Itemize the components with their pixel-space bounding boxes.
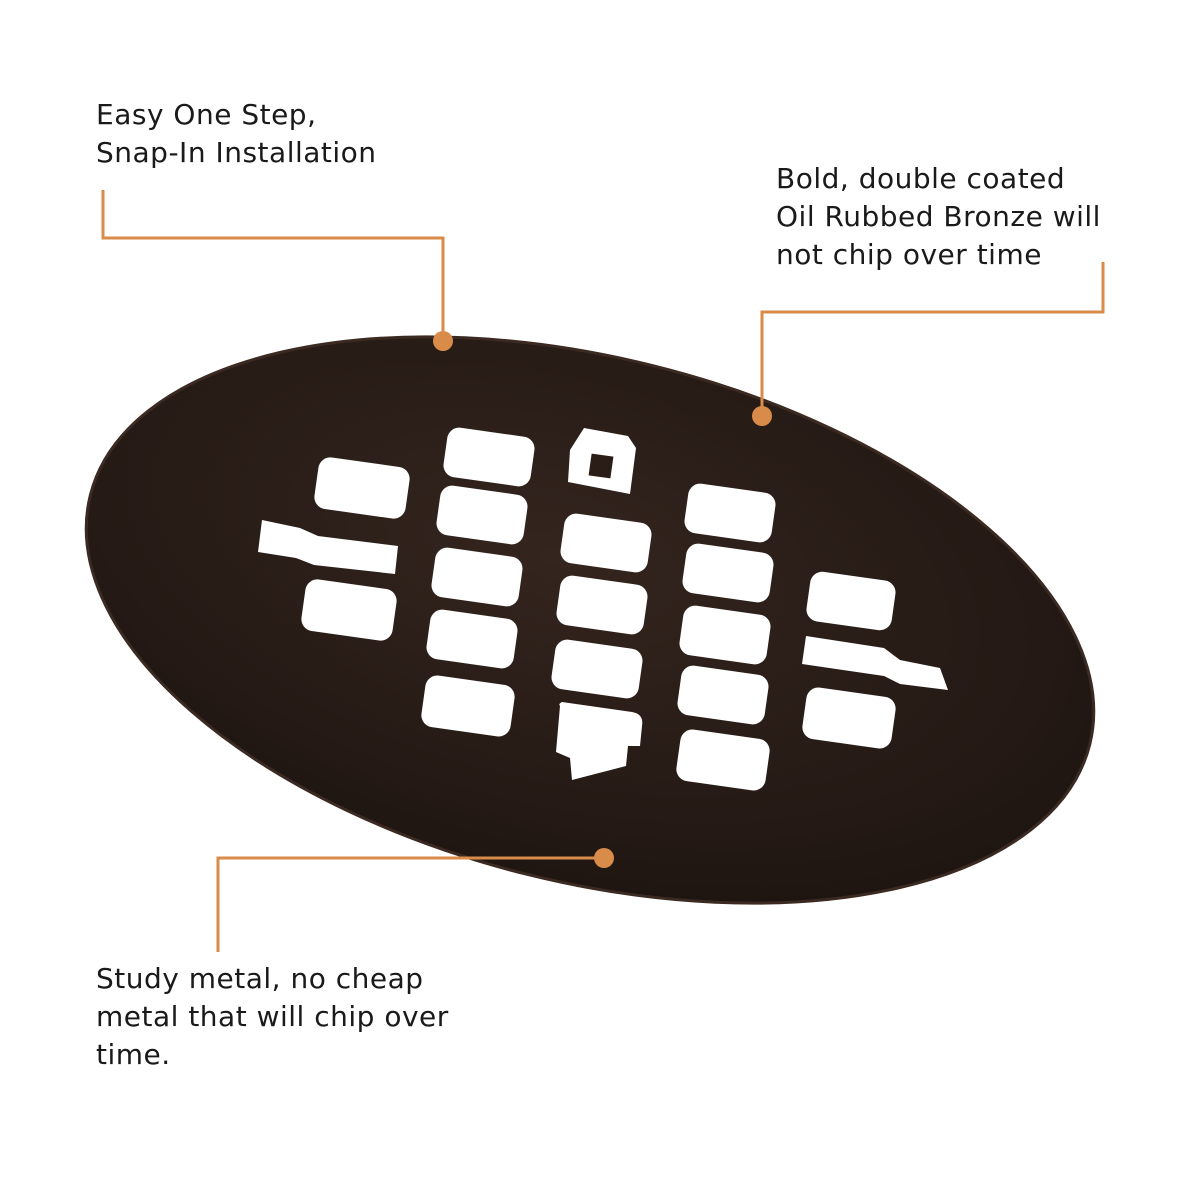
leader-install (101, 190, 445, 338)
grate-hole (802, 687, 896, 749)
grate-hole (684, 483, 776, 543)
leader-dot-finish (752, 406, 772, 426)
grate-holes (258, 427, 948, 791)
leader-dot-metal (594, 848, 614, 868)
grate-hole (436, 485, 528, 545)
grate-hole (806, 571, 896, 631)
grate-hole (314, 457, 410, 519)
grate-hole (682, 543, 774, 603)
leader-lines (101, 190, 1105, 952)
callout-finish: Bold, double coated Oil Rubbed Bronze wi… (776, 160, 1101, 274)
grate-hole (556, 575, 648, 635)
callout-line: Study metal, no cheap (96, 962, 424, 995)
grate-hole (551, 639, 643, 699)
grate-hole (679, 605, 771, 665)
grate-hole (443, 427, 535, 487)
grate-hole (421, 675, 515, 737)
grate-hole (677, 665, 769, 725)
grate-hole (426, 609, 518, 669)
grate-hole (676, 729, 770, 791)
callout-line: metal that will chip over (96, 1000, 449, 1033)
callout-installation: Easy One Step, Snap-In Installation (96, 96, 377, 172)
callout-line: not chip over time (776, 238, 1042, 271)
snap-slot-right (802, 636, 948, 690)
leader-finish (760, 262, 1105, 414)
callout-metal: Study metal, no cheap metal that will ch… (96, 960, 449, 1074)
leader-dot-install (433, 331, 453, 351)
callout-line: Bold, double coated (776, 162, 1066, 195)
callout-line: Easy One Step, (96, 98, 317, 131)
grate-hole (431, 547, 523, 607)
grate-hole (301, 579, 397, 641)
leader-metal (216, 856, 604, 952)
leader-dots (433, 331, 772, 868)
callout-line: time. (96, 1038, 171, 1071)
callout-line: Oil Rubbed Bronze will (776, 200, 1101, 233)
callout-line: Snap-In Installation (96, 136, 377, 169)
snap-slot-left (258, 520, 398, 574)
grate-hole-notched (556, 702, 643, 780)
grate-hole (560, 513, 652, 573)
